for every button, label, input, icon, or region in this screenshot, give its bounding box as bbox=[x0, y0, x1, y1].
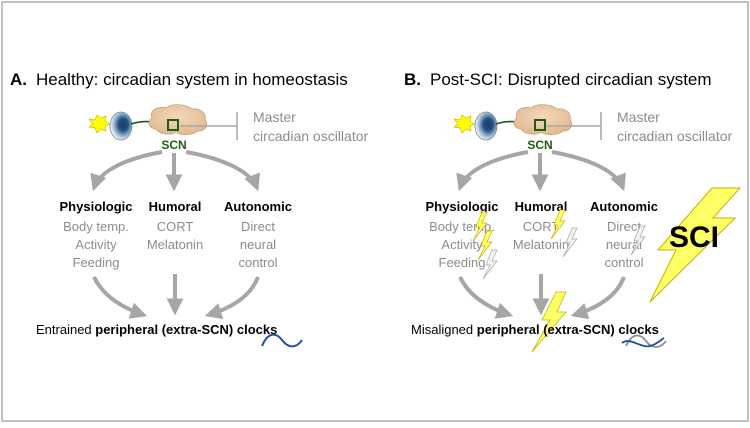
peripheral-clocks-label: Misaligned peripheral (extra-SCN) clocks bbox=[411, 322, 659, 337]
scn-label: SCN bbox=[527, 138, 552, 152]
clock-wave-gray bbox=[625, 334, 667, 348]
scn-label: SCN bbox=[161, 138, 186, 152]
master-label-line1: Master bbox=[617, 109, 660, 125]
panel-a-letter: A. bbox=[10, 70, 27, 89]
physiologic-title: Physiologic bbox=[60, 199, 133, 214]
humoral-title: Humoral bbox=[515, 199, 568, 214]
arrow-physiologic-to-clocks bbox=[92, 276, 148, 319]
master-label-line1: Master bbox=[253, 109, 296, 125]
peripheral-clocks-label: Entrained peripheral (extra-SCN) clocks bbox=[36, 322, 277, 337]
scn-box bbox=[534, 119, 546, 131]
physiologic-item: Feeding bbox=[73, 255, 120, 270]
eye-icon bbox=[474, 111, 498, 141]
lightning-icon bbox=[550, 209, 566, 240]
panel-b-letter: B. bbox=[404, 70, 421, 89]
disruption-bolts bbox=[472, 209, 646, 280]
arrow-to-autonomic bbox=[185, 150, 260, 192]
clocks-bold: peripheral (extra-SCN) clocks bbox=[477, 322, 659, 337]
physiologic-item: Body temp. bbox=[63, 219, 129, 234]
master-label-line2: circadian oscillator bbox=[617, 128, 732, 144]
sun-icon bbox=[88, 114, 111, 134]
sun-icon bbox=[453, 114, 476, 134]
arrow-to-autonomic bbox=[551, 150, 626, 192]
humoral-item: CORT bbox=[157, 219, 194, 234]
lightning-icon bbox=[630, 225, 646, 256]
lightning-icon bbox=[531, 291, 567, 353]
autonomic-item: Direct bbox=[241, 219, 275, 234]
panel-a-title: Healthy: circadian system in homeostasis bbox=[36, 70, 348, 89]
clock-wave-blue bbox=[621, 337, 665, 348]
arrow-physiologic-to-clocks bbox=[458, 276, 514, 319]
scn-box bbox=[167, 119, 179, 131]
eye-icon bbox=[109, 111, 133, 141]
arrow-autonomic-to-clocks bbox=[570, 276, 626, 320]
master-label-line2: circadian oscillator bbox=[253, 128, 368, 144]
lightning-icon bbox=[482, 249, 498, 280]
autonomic-item: control bbox=[604, 255, 643, 270]
lightning-icon bbox=[562, 227, 578, 258]
clocks-prefix: Entrained bbox=[36, 322, 95, 337]
autonomic-item: control bbox=[238, 255, 277, 270]
autonomic-item: neural bbox=[240, 237, 276, 252]
arrow-to-physiologic bbox=[90, 150, 163, 192]
physiologic-item: Feeding bbox=[439, 255, 486, 270]
panel-a: A. Healthy: circadian system in homeosta… bbox=[10, 70, 368, 348]
lightning-icon bbox=[477, 230, 493, 261]
autonomic-title: Autonomic bbox=[590, 199, 658, 214]
autonomic-item: Direct bbox=[607, 219, 641, 234]
humoral-item: Melatonin bbox=[147, 237, 203, 252]
autonomic-item: neural bbox=[606, 237, 642, 252]
clocks-prefix: Misaligned bbox=[411, 322, 477, 337]
lightning-icon bbox=[472, 211, 488, 242]
physiologic-item: Body temp. bbox=[429, 219, 495, 234]
sci-label: SCI bbox=[669, 221, 719, 254]
panel-b-title: Post-SCI: Disrupted circadian system bbox=[430, 70, 712, 89]
panel-b: B. Post-SCI: Disrupted circadian system … bbox=[404, 70, 742, 353]
humoral-title: Humoral bbox=[149, 199, 202, 214]
physiologic-item: Activity bbox=[441, 237, 483, 252]
clocks-bold: peripheral (extra-SCN) clocks bbox=[95, 322, 277, 337]
sci-lightning-icon bbox=[649, 187, 742, 303]
physiologic-title: Physiologic bbox=[426, 199, 499, 214]
arrow-autonomic-to-clocks bbox=[204, 276, 260, 320]
autonomic-title: Autonomic bbox=[224, 199, 292, 214]
clock-wave-icon bbox=[261, 333, 303, 348]
physiologic-item: Activity bbox=[75, 237, 117, 252]
arrow-to-physiologic bbox=[456, 150, 529, 192]
humoral-item: CORT bbox=[523, 219, 560, 234]
humoral-item: Melatonin bbox=[513, 237, 569, 252]
